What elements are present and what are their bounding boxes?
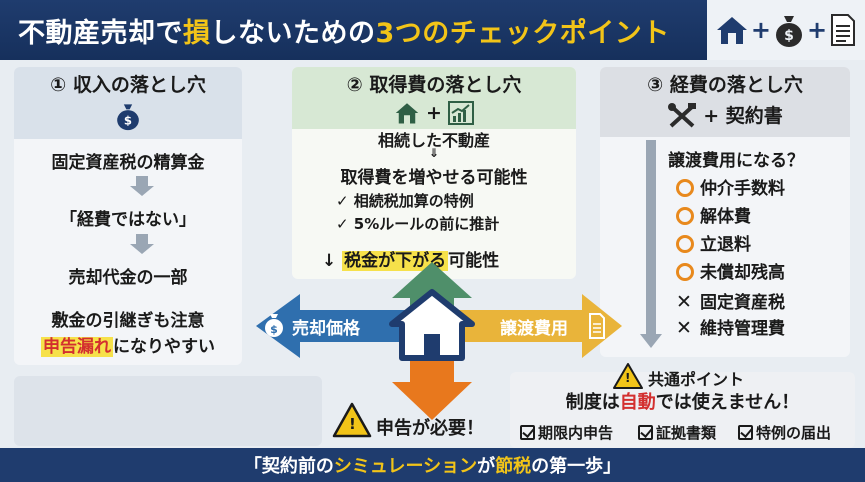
panel-expense-sub: + 契約書 [703, 105, 783, 127]
common-check-2: 証拠書類 [638, 422, 716, 443]
page-title: 不動産売却で損しないための3つのチェックポイント [18, 17, 670, 49]
expense-ng-item: ✕維持管理費 [676, 317, 785, 339]
circle-ok-icon [676, 263, 694, 281]
circle-ok-icon [676, 179, 694, 197]
income-line-4: 敷金の引継ぎも注意 [51, 311, 205, 331]
warning-mark-common: ! [625, 371, 631, 385]
declaration-required: 申告が必要！ [376, 418, 484, 439]
svg-text:$: $ [270, 323, 278, 336]
income-line-1: 固定資産税の精算金 [51, 153, 205, 173]
money-bag-icon: $ [265, 314, 283, 337]
money-bag-icon: $ [117, 104, 139, 131]
panel-expense-pitfall: ③ 経費の落とし穴 + 契約書 [600, 67, 850, 357]
expense-ok-item: 解体費 [676, 202, 751, 227]
circle-ok-icon [676, 207, 694, 225]
plus-sign: + [426, 102, 442, 124]
panel-income-pitfall: ① 収入の落とし穴 $ [14, 67, 242, 365]
expense-ok-item: 未償却残高 [676, 258, 785, 283]
common-check-3: 特例の届出 [738, 422, 831, 443]
arrow-right-label: 譲渡費用 [500, 319, 568, 339]
acq-line-3: 取得費を増やせる可能性 [340, 168, 528, 188]
acq-line-arrow: ⇓ [428, 146, 440, 160]
income-line-2: 「経費ではない」 [60, 210, 196, 230]
income-line-5: 申告漏れになりやすい [41, 337, 215, 357]
checkbox-icon [738, 425, 753, 440]
tools-icon [668, 102, 697, 127]
panel-expense-title: ③ 経費の落とし穴 [647, 74, 803, 96]
arrow-left-label: 売却価格 [292, 319, 360, 339]
checkbox-icon [520, 425, 535, 440]
plus-sign: + [750, 16, 771, 44]
x-mark-icon: ✕ [676, 317, 692, 339]
svg-text:$: $ [784, 28, 794, 44]
warning-mark: ! [349, 415, 356, 433]
common-line: 制度は自動では使えません！ [565, 392, 800, 413]
common-title: 共通ポイント [648, 370, 745, 389]
header-icons: + $ + [707, 0, 865, 60]
expense-ok-item: 立退料 [676, 230, 751, 255]
header-bar: 不動産売却で損しないための3つのチェックポイント + $ + [0, 0, 865, 60]
acq-line-4: ↓ 税金が下がる可能性 [322, 251, 500, 271]
expense-question: 譲渡費用になる？ [668, 151, 804, 171]
common-points-box [510, 372, 855, 448]
acq-line-1: 相続した不動産 [377, 131, 490, 150]
panel-acquisition-title: ② 取得費の落とし穴 [346, 74, 522, 96]
house-icon [716, 17, 747, 44]
acq-check-2: ✓ 5%ルールの前に推計 [336, 215, 500, 233]
footer-message: 「契約前のシミュレーションが節税の第一歩」 [243, 456, 622, 477]
income-line-3: 売却代金の一部 [68, 268, 188, 288]
panel-acquisition-pitfall: ② 取得費の落とし穴 + [292, 67, 576, 279]
house-icon [389, 289, 475, 361]
common-check-1: 期限内申告 [520, 422, 613, 443]
panel-income-title: ① 収入の落とし穴 [50, 74, 206, 96]
plus-sign: + [807, 16, 828, 44]
house-icon [395, 103, 419, 124]
panel-acquisition-header: ② 取得費の落とし穴 + [292, 67, 576, 129]
circle-ok-icon [676, 235, 694, 253]
chart-up-icon [447, 101, 474, 125]
bottom-left-box [14, 376, 322, 446]
arrow-down [392, 330, 472, 420]
expense-ok-item: 仲介手数料 [676, 174, 785, 199]
svg-text:$: $ [124, 113, 132, 127]
panel-income-header: ① 収入の落とし穴 $ [14, 67, 242, 139]
expense-ng-item: ✕固定資産税 [676, 291, 785, 313]
document-icon [831, 14, 856, 46]
x-mark-icon: ✕ [676, 291, 692, 313]
panel-expense-header: ③ 経費の落とし穴 + 契約書 [600, 67, 850, 137]
footer-bar: 「契約前のシミュレーションが節税の第一歩」 [0, 448, 865, 482]
checkbox-icon [638, 425, 653, 440]
money-bag-icon: $ [776, 16, 802, 47]
acq-check-1: ✓ 相続税加算の特例 [336, 192, 474, 210]
